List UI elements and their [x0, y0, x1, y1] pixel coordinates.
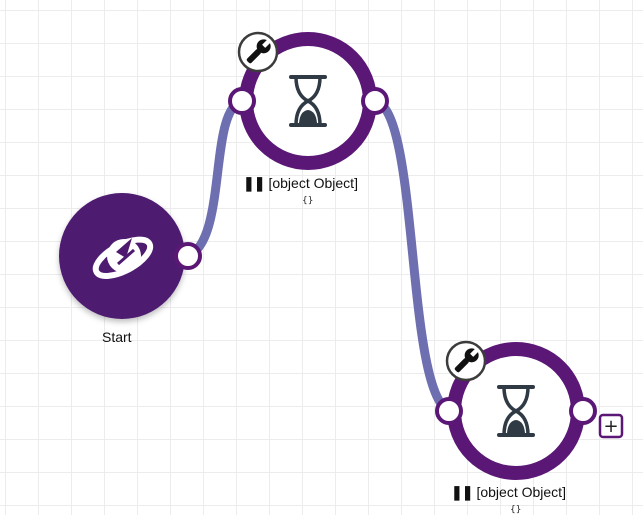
hourglass-icon	[289, 75, 327, 127]
wait-2-label-text: [object Object]	[476, 484, 566, 500]
wait-1-label-text: [object Object]	[268, 175, 358, 191]
connection-wait-1-to-wait-2[interactable]	[370, 96, 454, 416]
wait-node-2[interactable]	[435, 340, 597, 480]
wrench-icon	[246, 38, 272, 64]
add-node-button-label: +	[603, 416, 618, 437]
app-logo-icon	[92, 236, 154, 279]
wait-2-sublabel: {}	[510, 505, 522, 515]
wait-2-settings-button[interactable]	[445, 340, 487, 382]
wait-1-settings-button[interactable]	[237, 31, 279, 73]
start-node-label: Start	[102, 329, 132, 345]
wait-2-label: ❚❚[object Object]	[451, 484, 566, 501]
start-node[interactable]	[59, 193, 202, 319]
pause-icon: ❚❚	[243, 175, 265, 191]
wait-1-output-port[interactable]	[361, 87, 389, 115]
wait-2-input-port[interactable]	[435, 397, 463, 425]
hourglass-icon	[497, 385, 535, 437]
wrench-icon	[454, 347, 480, 373]
wait-1-sublabel: {}	[302, 196, 314, 206]
wait-1-label: ❚❚[object Object]	[243, 175, 358, 192]
pause-icon: ❚❚	[451, 484, 473, 500]
start-output-port[interactable]	[174, 242, 202, 270]
wait-node-1[interactable]	[228, 31, 389, 170]
wait-1-input-port[interactable]	[228, 87, 256, 115]
add-node-button[interactable]: +	[598, 413, 624, 439]
wait-2-output-port[interactable]	[569, 397, 597, 425]
connection-start-to-wait-1[interactable]	[183, 96, 247, 261]
